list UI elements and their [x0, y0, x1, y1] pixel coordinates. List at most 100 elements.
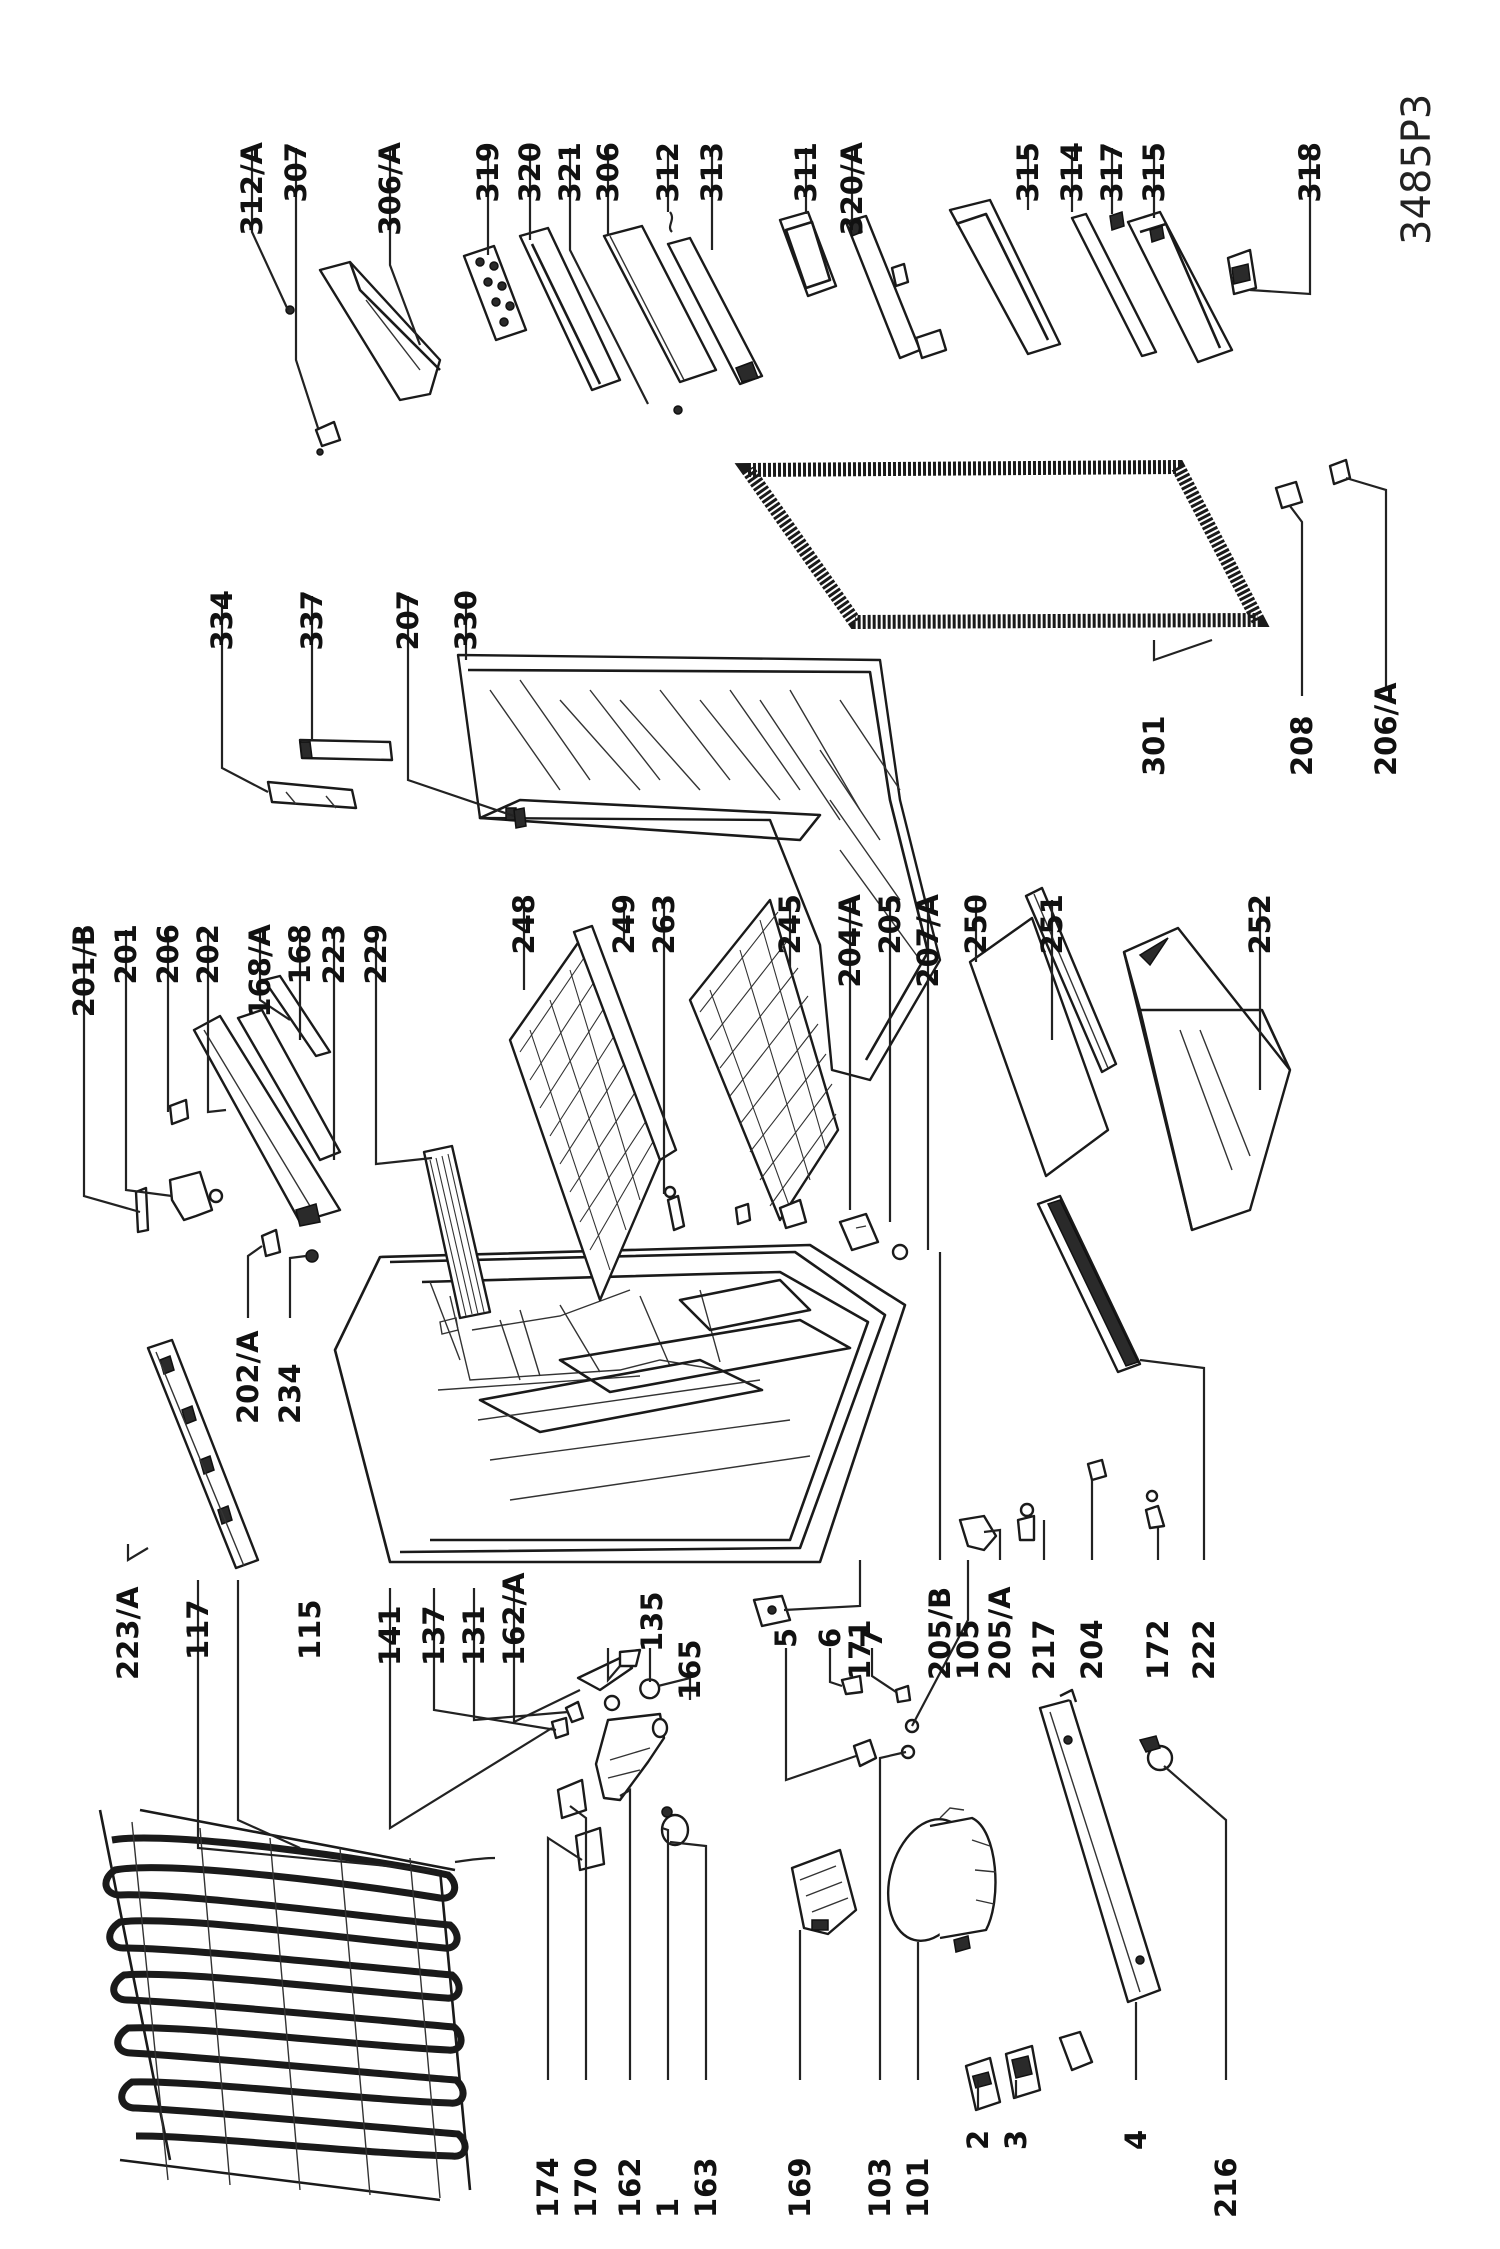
door-bars-upper	[266, 738, 394, 810]
cover-strip	[1024, 886, 1118, 1074]
label-103: 103	[863, 2157, 897, 2218]
label-222: 222	[1187, 1619, 1221, 1680]
cabinet	[333, 1243, 907, 1564]
hinge-small-parts	[260, 1228, 319, 1263]
label-3: 3	[999, 2130, 1033, 2150]
label-1: 1	[651, 2198, 685, 2218]
middle-hinge	[838, 1212, 909, 1261]
label-202-A: 202/A	[231, 1330, 265, 1424]
label-137: 137	[417, 1605, 451, 1666]
label-4: 4	[1119, 2130, 1153, 2150]
label-201: 201	[109, 924, 143, 985]
butter-box	[778, 210, 838, 298]
label-250: 250	[959, 894, 993, 955]
label-245: 245	[773, 894, 807, 955]
egg-tray	[462, 244, 528, 342]
label-170: 170	[569, 2157, 603, 2218]
label-168: 168	[283, 924, 317, 985]
label-207-A: 207/A	[911, 893, 945, 987]
crisper-cover	[968, 916, 1110, 1178]
grille	[422, 1144, 492, 1320]
small-parts-307	[285, 305, 342, 456]
label-321: 321	[553, 142, 587, 203]
label-223: 223	[317, 924, 351, 985]
label-131: 131	[457, 1605, 491, 1666]
door-shelf-313	[666, 211, 764, 386]
label-337: 337	[295, 590, 329, 651]
label-135: 135	[635, 1591, 669, 1652]
freezer-flap	[192, 974, 342, 1227]
label-172: 172	[1141, 1619, 1175, 1680]
crisper-drawer	[1122, 926, 1292, 1232]
label-263: 263	[647, 894, 681, 955]
label-105: 105	[951, 1619, 985, 1680]
label-204: 204	[1075, 1619, 1109, 1680]
label-216: 216	[1209, 2157, 1243, 2218]
label-141: 141	[373, 1605, 407, 1666]
label-163: 163	[689, 2157, 723, 2218]
plinth	[1038, 1688, 1162, 2004]
label-315-b: 315	[1137, 142, 1171, 203]
label-6: 6	[813, 1628, 847, 1648]
label-2: 2	[961, 2130, 995, 2150]
condenser	[98, 1808, 496, 2202]
compressor	[886, 1807, 997, 1953]
label-165: 165	[673, 1639, 707, 1700]
label-5: 5	[769, 1628, 803, 1648]
door-bar-222	[1036, 1194, 1142, 1374]
label-306: 306	[591, 142, 625, 203]
wire-shelf-upper	[508, 924, 678, 1302]
label-229: 229	[359, 924, 393, 985]
door-shelf-306A	[318, 260, 442, 402]
label-206: 206	[151, 924, 185, 985]
label-320: 320	[513, 142, 547, 203]
label-207: 207	[391, 590, 425, 651]
label-201-B: 201/B	[67, 924, 101, 1017]
label-249: 249	[607, 894, 641, 955]
label-205: 205	[873, 894, 907, 955]
label-115: 115	[293, 1599, 327, 1660]
label-205-A: 205/A	[983, 1586, 1017, 1680]
label-319: 319	[471, 142, 505, 203]
part-318	[1226, 248, 1258, 296]
label-317: 317	[1095, 142, 1129, 203]
door-hinge-parts	[1274, 458, 1352, 510]
label-330: 330	[449, 590, 483, 651]
label-307: 307	[279, 142, 313, 203]
label-306-A: 306/A	[373, 141, 407, 235]
door-gasket	[734, 459, 1270, 630]
reference-code: 3485P3	[1394, 94, 1440, 245]
label-162-A: 162/A	[497, 1572, 531, 1666]
label-313: 313	[695, 142, 729, 203]
top-hinge	[134, 1098, 224, 1234]
bottle-shelf-315	[948, 198, 1062, 356]
label-117: 117	[181, 1599, 215, 1660]
door-shelf-320	[518, 226, 622, 392]
top-cover-bar	[146, 1338, 260, 1570]
label-202: 202	[191, 924, 225, 985]
label-217: 217	[1027, 1619, 1061, 1680]
label-251: 251	[1035, 894, 1069, 955]
bottle-shelf-315b	[1126, 210, 1234, 364]
label-205-B: 205/B	[923, 1587, 957, 1680]
bottle-shelf-314	[1070, 211, 1158, 358]
label-204-A: 204/A	[833, 893, 867, 987]
label-334: 334	[205, 590, 239, 651]
label-320-A: 320/A	[835, 141, 869, 235]
label-252: 252	[1243, 894, 1277, 955]
label-312-A: 312/A	[235, 141, 269, 235]
label-318: 318	[1293, 142, 1327, 203]
adjustable-foot	[1138, 1735, 1174, 1772]
label-101: 101	[901, 2157, 935, 2218]
label-169: 169	[783, 2157, 817, 2218]
label-301: 301	[1137, 715, 1171, 776]
label-168-A: 168/A	[243, 923, 277, 1017]
label-315: 315	[1011, 142, 1045, 203]
label-206-A: 206/A	[1369, 682, 1403, 776]
door-pin	[513, 807, 527, 829]
cabinet-small-parts	[752, 1458, 1166, 1628]
label-7: 7	[855, 1628, 889, 1648]
leader-lines	[82, 148, 1388, 2110]
door-shelf-306	[602, 224, 718, 415]
